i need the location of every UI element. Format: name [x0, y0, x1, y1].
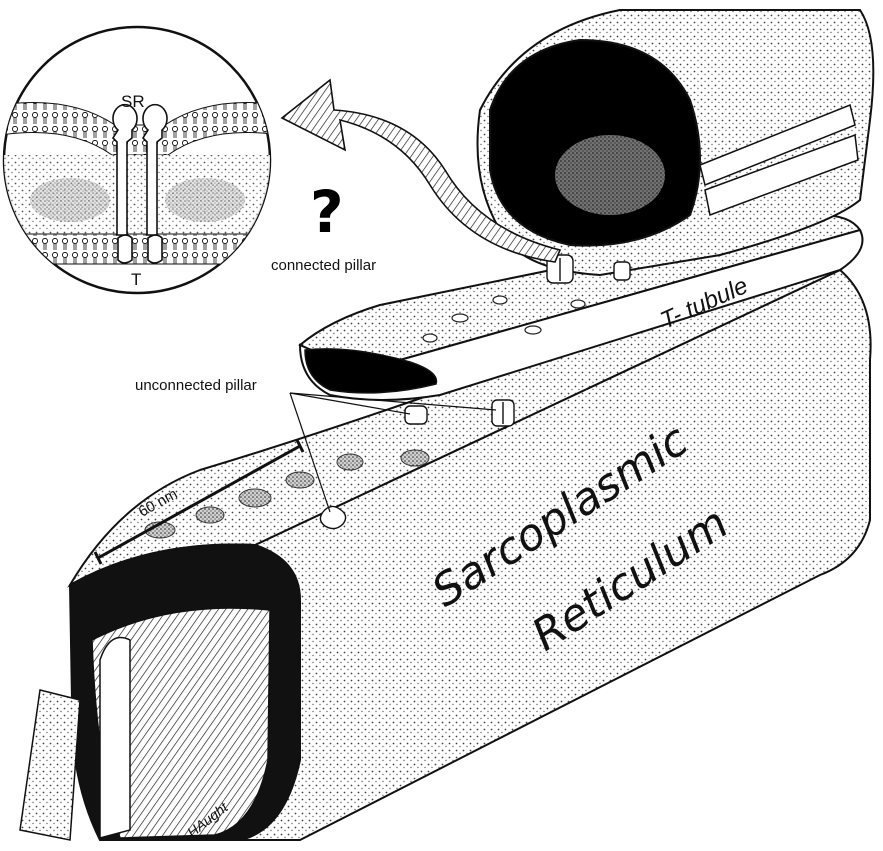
unconnected-pillar-a: [405, 406, 427, 424]
upper-sr-inner-highlight: [555, 135, 665, 215]
inset-t-membrane: [0, 234, 280, 264]
pillar-top-right: [614, 262, 630, 280]
inset-label-sr: SR: [121, 92, 145, 111]
question-mark: ?: [310, 178, 344, 246]
inset-label-t: T: [131, 270, 141, 289]
unconnected-pillar-b: [492, 400, 514, 426]
unconnected-pillar-label: unconnected pillar: [135, 377, 257, 394]
sr-fin-left: [20, 690, 80, 840]
unconnected-pillar-c: [320, 506, 345, 528]
sr-inner-flap: [100, 638, 130, 839]
inset-zoom: SR T: [0, 27, 280, 293]
connected-pillar-label: connected pillar: [271, 257, 376, 274]
